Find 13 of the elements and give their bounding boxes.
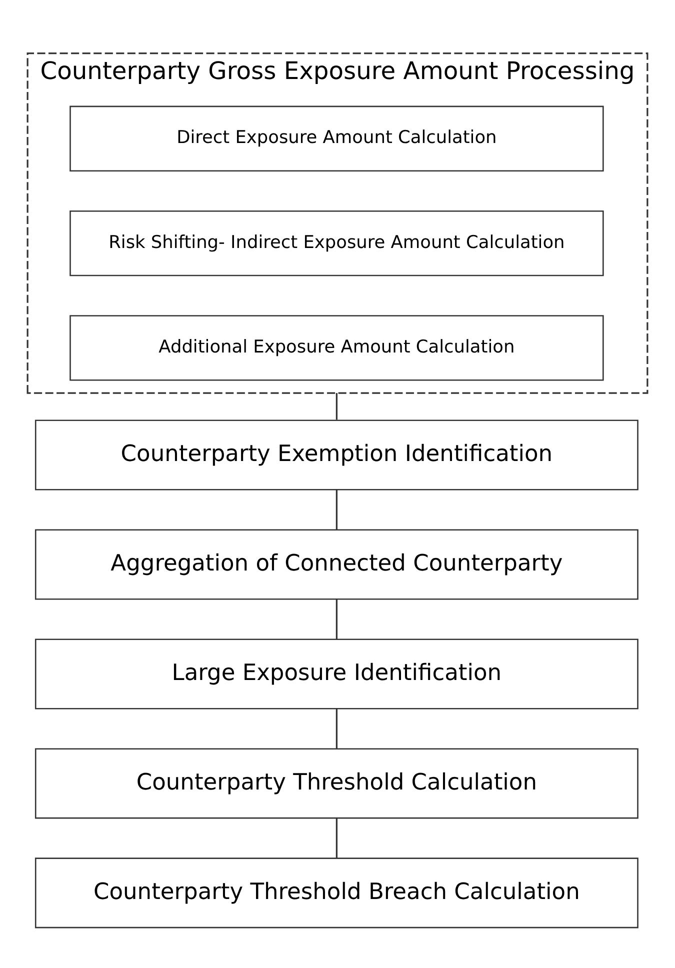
node-box: Risk Shifting- Indirect Exposure Amount Calculation <box>70 210 604 276</box>
node-box: Aggregation of Connected Counterparty <box>34 529 638 600</box>
connector <box>336 818 338 858</box>
node-box: Counterparty Threshold Calculation <box>34 748 638 819</box>
node-box: Counterparty Threshold Breach Calculation <box>34 858 638 928</box>
connector <box>336 599 338 639</box>
connector <box>336 490 338 530</box>
node-box: Large Exposure Identification <box>34 638 638 710</box>
node-box: Counterparty Exemption Identification <box>34 420 638 490</box>
connector <box>336 708 338 748</box>
node-box: Additional Exposure Amount Calculation <box>70 315 604 381</box>
node-box: Direct Exposure Amount Calculation <box>70 106 604 172</box>
connector <box>336 393 338 420</box>
